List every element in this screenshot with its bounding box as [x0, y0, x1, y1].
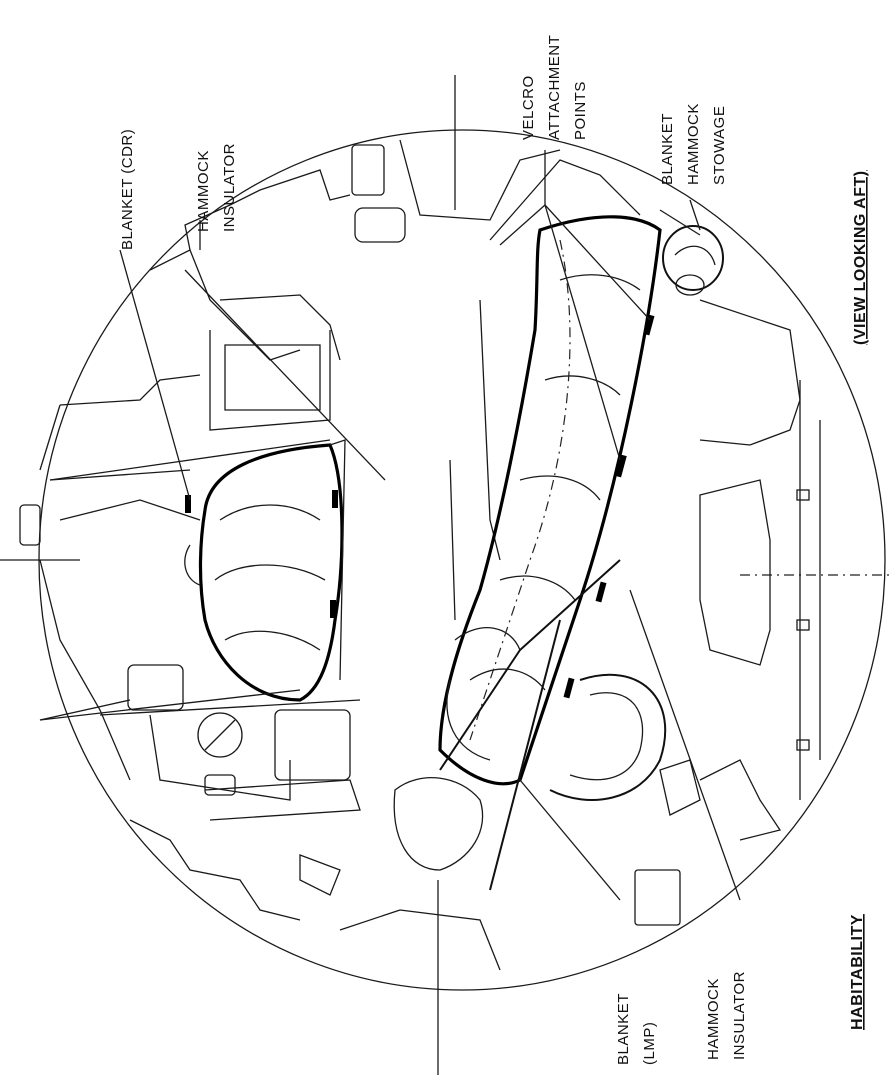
label-habitability: HABITABILITY [849, 914, 866, 1030]
stowage-bundle [662, 225, 724, 296]
label-velcro: VELCRO ATTACHMENT POINTS [520, 35, 589, 140]
lower-structure [19, 499, 501, 971]
upper-structure [39, 139, 641, 621]
label-blanket-lmp: BLANKET (LMP) [615, 993, 658, 1065]
label-stowage-line3: STOWAGE [711, 106, 728, 185]
label-blanket-lmp-line1: BLANKET [615, 993, 632, 1065]
label-hammock-insulator-bottom: HAMMOCK INSULATOR [705, 971, 748, 1060]
label-blanket-cdr: BLANKET (CDR) [119, 129, 136, 250]
label-blanket-hammock-stowage: BLANKET HAMMOCK STOWAGE [659, 103, 728, 185]
label-hammock-insulator-top-line2: INSULATOR [221, 143, 238, 232]
label-velcro-line1: VELCRO [520, 75, 537, 140]
label-hammock-insulator-top: HAMMOCK INSULATOR [195, 143, 238, 232]
label-hammock-insulator-top-line1: HAMMOCK [195, 150, 212, 232]
leader-lines [119, 150, 741, 901]
right-structure [634, 299, 821, 926]
seat-ring [549, 673, 667, 801]
label-hammock-insulator-bottom-line1: HAMMOCK [705, 978, 722, 1060]
label-stowage-line2: HAMMOCK [685, 103, 702, 185]
label-velcro-line3: POINTS [572, 81, 589, 140]
label-blanket-lmp-line2: (LMP) [641, 1022, 658, 1065]
cabin-outline [38, 129, 886, 991]
label-stowage-line1: BLANKET [659, 113, 676, 185]
lmp-hammock [393, 215, 662, 891]
label-hammock-insulator-bottom-line2: INSULATOR [731, 971, 748, 1060]
velcro-tabs [185, 314, 655, 699]
label-velcro-line2: ATTACHMENT [546, 35, 563, 140]
label-view-looking-aft: (VIEW LOOKING AFT) [852, 170, 869, 345]
cdr-hammock [39, 439, 346, 721]
